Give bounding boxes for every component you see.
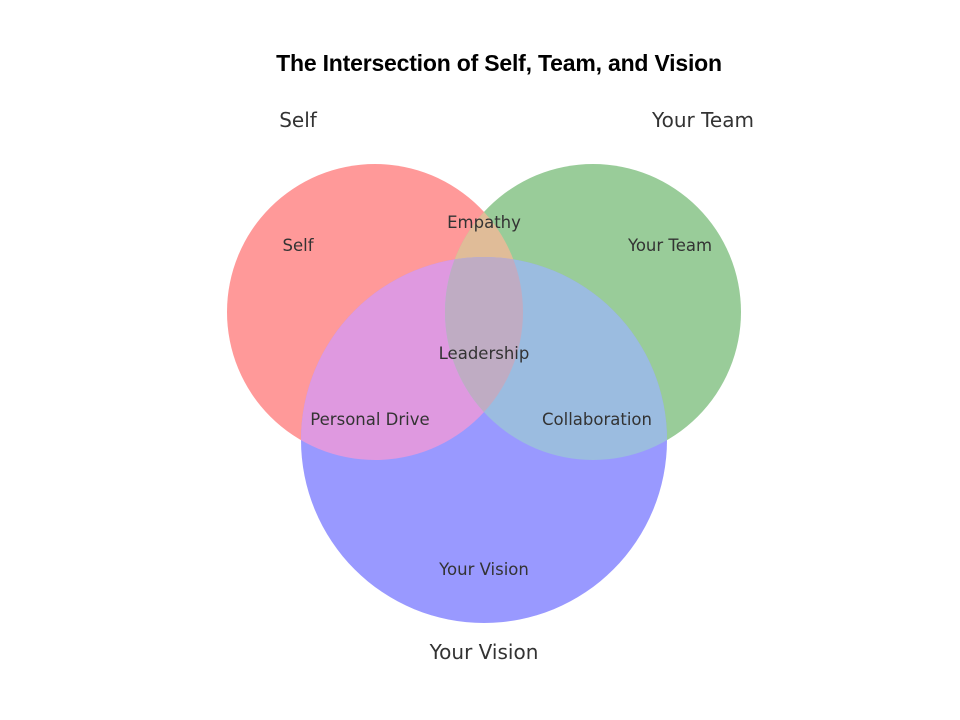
team-only-label: Your Team xyxy=(627,236,712,255)
personal-drive-label: Personal Drive xyxy=(310,410,429,429)
self-set-label: Self xyxy=(279,108,318,132)
self-only-label: Self xyxy=(282,236,314,255)
team-set-label: Your Team xyxy=(651,108,754,132)
leadership-label: Leadership xyxy=(439,344,530,363)
diagram-title: The Intersection of Self, Team, and Visi… xyxy=(276,50,722,76)
vision-set-label: Your Vision xyxy=(429,640,539,664)
collaboration-label: Collaboration xyxy=(542,410,652,429)
vision-only-label: Your Vision xyxy=(438,560,529,579)
empathy-label: Empathy xyxy=(447,213,521,232)
